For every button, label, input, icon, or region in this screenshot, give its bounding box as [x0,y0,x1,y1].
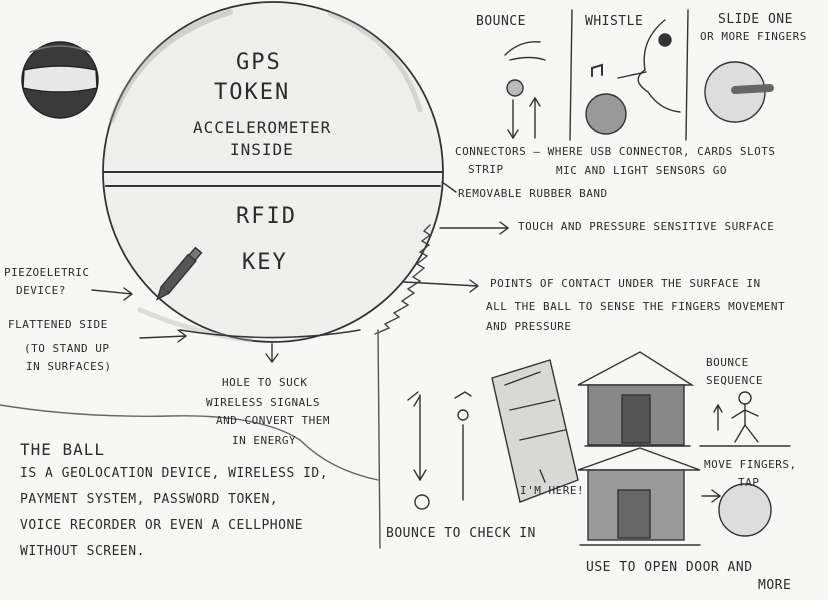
bounce-sequence-label-2: SEQUENCE [706,374,763,387]
open-door-label-1: USE TO OPEN DOOR AND [586,560,753,575]
touch-surface-label: TOUCH AND PRESSURE SENSITIVE SURFACE [518,220,775,233]
description-line-4: WITHOUT SCREEN. [20,544,145,559]
slide-gesture-label-2: OR MORE FINGERS [700,30,807,43]
im-here-label: I'M HERE! [520,484,585,497]
accelerometer-label: ACCELEROMETER [193,118,332,137]
big-ball [102,1,444,343]
move-fingers-label-1: MOVE FINGERS, [704,458,797,471]
contact-points-label-1: POINTS OF CONTACT UNDER THE SURFACE IN [490,277,761,290]
description-line-3: VOICE RECORDER OR EVEN A CELLPHONE [20,518,304,533]
piezo-label-2: DEVICE? [16,284,66,297]
rfid-label: RFID [236,204,297,229]
bounce-sequence-label-1: BOUNCE [706,356,749,369]
strip-label: STRIP [468,163,504,176]
hole-label-2: WIRELESS SIGNALS [206,396,320,409]
move-fingers-label-2: TAP [738,476,760,489]
open-door-label-2: MORE [758,578,792,593]
leader-lines [0,181,510,549]
hole-label-4: IN ENERGY [232,434,297,447]
connectors-label: CONNECTORS — WHERE USB CONNECTOR, CARDS … [455,145,776,158]
key-label: KEY [242,250,288,275]
description-line-2: PAYMENT SYSTEM, PASSWORD TOKEN, [20,492,279,507]
whistle-gesture-label: WHISTLE [585,14,644,29]
description-title: THE BALL [20,440,106,459]
small-ball-icon [21,41,99,119]
flattened-label-3: IN SURFACES) [26,360,112,373]
piezo-label-1: PIEZOELETRIC [4,266,90,279]
hole-label-1: HOLE TO SUCK [222,376,308,389]
contact-points-label-3: AND PRESSURE [486,320,572,333]
contact-points-label-2: ALL THE BALL TO SENSE THE FINGERS MOVEME… [486,300,786,313]
slide-gesture-label-1: SLIDE ONE [718,12,793,27]
mic-label: MIC AND LIGHT SENSORS GO [556,164,727,177]
scenes [407,351,791,546]
gesture-panels [504,9,774,141]
bounce-gesture-label: BOUNCE [476,14,526,29]
flattened-label-2: (TO STAND UP [24,342,110,355]
flattened-label-1: FLATTENED SIDE [8,318,108,331]
description-line-1: IS A GEOLOCATION DEVICE, WIRELESS ID, [20,466,329,481]
gps-label: GPS [236,50,282,75]
hole-label-3: AND CONVERT THEM [216,414,330,427]
inside-label: INSIDE [230,140,294,159]
rubber-band-label: REMOVABLE RUBBER BAND [458,187,608,200]
bounce-check-in-label: BOUNCE TO CHECK IN [386,526,536,541]
token-label: TOKEN [214,80,291,105]
